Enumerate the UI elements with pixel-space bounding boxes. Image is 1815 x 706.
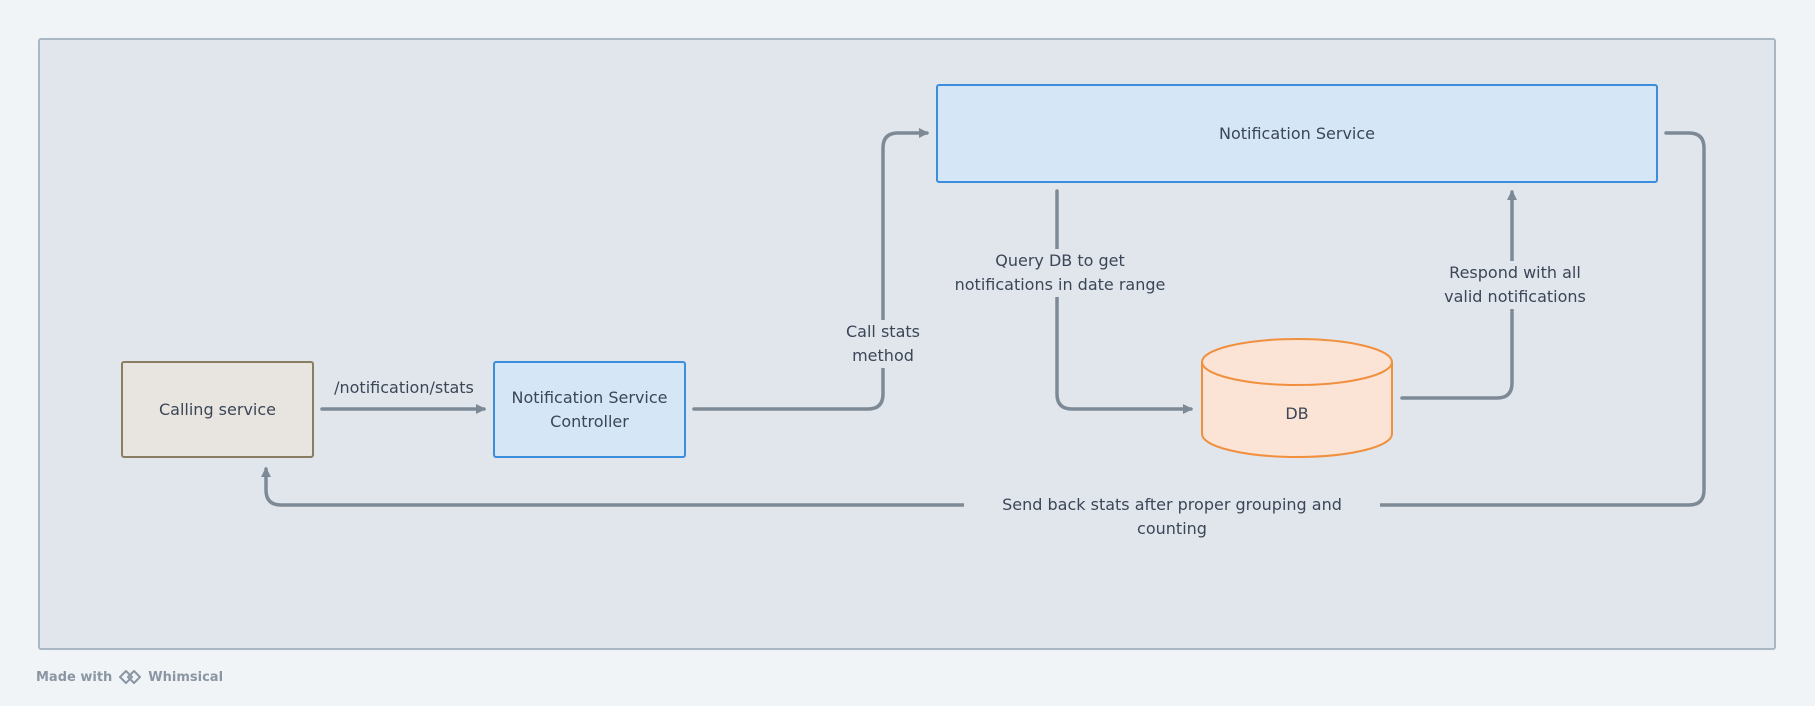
edge-label-call-stats: Call stats method [830,320,936,368]
made-with-text: Made with [36,669,113,685]
db-label: DB [1285,404,1309,423]
edge-label-send-back: Send back stats after proper grouping an… [964,493,1380,541]
whimsical-brand-text: Whimsical [148,669,224,685]
db-cylinder-top [1201,338,1393,386]
db-cylinder-body [1201,361,1393,458]
edge-service-to-db [1055,189,1193,414]
node-notification-service-controller[interactable]: Notification Service Controller [493,361,686,458]
node-notification-service[interactable]: Notification Service [936,84,1658,183]
edge-controller-to-service [692,128,929,411]
edge-db-to-service [1400,190,1517,400]
node-calling-service-label: Calling service [158,399,276,419]
edge-label-endpoint: /notification/stats [334,378,474,397]
node-calling-service[interactable]: Calling service [121,361,314,458]
edge-label-respond: Respond with all valid notifications [1430,261,1600,309]
db-label-wrap: DB [1202,390,1392,438]
whimsical-logo-icon [119,670,142,684]
node-service-label: Notification Service [1218,123,1376,143]
edge-service-to-calling [261,131,1706,507]
db-cylinder[interactable] [1201,338,1393,458]
footer-badge[interactable]: Made with Whimsical [36,669,223,685]
node-controller-label: Notification Service Controller [511,387,668,431]
edge-label-query-db: Query DB to get notifications in date ra… [944,249,1176,297]
